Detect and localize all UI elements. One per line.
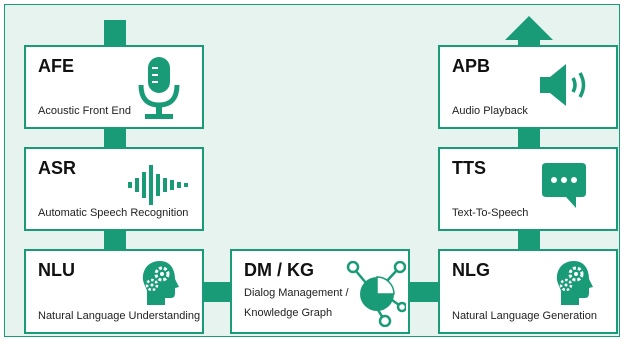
speaker-icon (540, 64, 586, 106)
graph-node-icon (346, 261, 406, 327)
module-dm-kg: DM / KG Dialog Management / Knowledge Gr… (230, 249, 410, 334)
subtitle-line: Dialog Management / (244, 287, 349, 299)
module-title: DM / KG (244, 260, 314, 280)
module-title: ASR (38, 158, 77, 178)
module-title: NLU (38, 260, 75, 280)
connector-asr-nlu (104, 229, 126, 251)
input-connector (104, 20, 126, 47)
soundwave-icon (128, 165, 188, 205)
head-gears-icon (142, 261, 179, 305)
subtitle-line: Knowledge Graph (244, 307, 333, 319)
module-subtitle: Natural Language Understanding (38, 310, 201, 322)
output-arrow-stem (518, 38, 540, 47)
connector-dm-nlg (410, 282, 440, 302)
module-afe: AFE Acoustic Front End (24, 45, 204, 129)
module-subtitle: Automatic Speech Recognition (38, 207, 189, 219)
connector-afe-asr (104, 127, 126, 149)
module-title: APB (452, 56, 491, 76)
module-subtitle: Natural Language Generation (452, 310, 597, 322)
module-tts: TTS Text-To-Speech (438, 147, 618, 231)
output-arrow-head (505, 16, 553, 40)
connector-tts-apb (518, 127, 540, 149)
module-title: AFE (38, 56, 74, 76)
module-nlg: NLG Natural Language Generation (438, 249, 618, 334)
module-subtitle: Audio Playback (452, 105, 528, 117)
module-apb: APB Audio Playback (438, 45, 618, 129)
module-subtitle: Acoustic Front End (38, 105, 131, 117)
module-title: NLG (452, 260, 490, 280)
module-subtitle: Text-To-Speech (452, 207, 529, 219)
connector-nlg-tts (518, 229, 540, 251)
module-nlu: NLU Natural Language Understanding (24, 249, 204, 334)
connector-nlu-dm (202, 282, 232, 302)
head-gears-icon (556, 261, 593, 305)
module-asr: ASR Automatic Speech Recognition (24, 147, 204, 231)
module-subtitle: Dialog Management / Knowledge Graph (244, 283, 349, 323)
microphone-icon (138, 57, 180, 119)
module-title: TTS (452, 158, 486, 178)
chat-bubble-icon (542, 163, 586, 208)
